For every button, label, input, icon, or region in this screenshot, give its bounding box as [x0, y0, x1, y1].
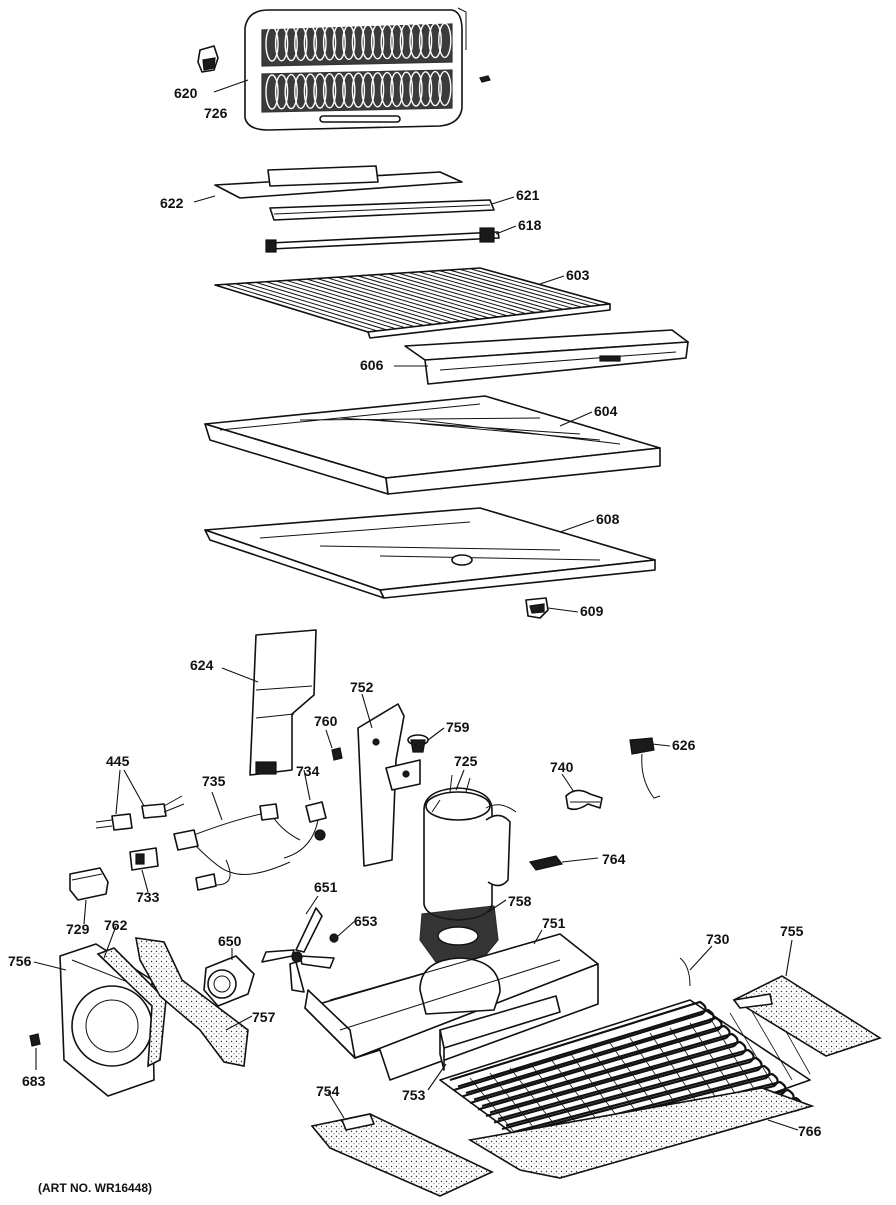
- thermostat-734: [283, 801, 327, 859]
- drain-pan-608: [204, 507, 656, 599]
- heater-618: [265, 227, 500, 253]
- motor-650: [203, 955, 255, 1007]
- fan-shroud-756: [59, 943, 155, 1097]
- tray-604: [204, 395, 661, 495]
- evaporator-726: [244, 7, 467, 131]
- callout-766: 766: [798, 1123, 822, 1139]
- callout-726: 726: [204, 105, 228, 121]
- callout-624: 624: [190, 657, 214, 673]
- callout-labels: 620 726 622 621 618 603 606 604 608 609 …: [8, 85, 822, 1139]
- callout-730: 730: [706, 931, 730, 947]
- callout-626: 626: [672, 737, 696, 753]
- callout-622: 622: [160, 195, 184, 211]
- callout-735: 735: [202, 773, 226, 789]
- callout-618: 618: [518, 217, 542, 233]
- relay-733: [129, 847, 159, 871]
- fan-blade-651: [261, 907, 335, 993]
- insulation-762: [96, 947, 167, 1068]
- clip-764: [528, 855, 564, 871]
- callout-734: 734: [296, 763, 320, 779]
- callout-604: 604: [594, 403, 618, 419]
- art-number: (ART NO. WR16448): [38, 1181, 152, 1195]
- channel-621: [269, 199, 495, 221]
- insulation-757: [135, 937, 249, 1067]
- evaporator-cover-622: [214, 165, 463, 199]
- compressor-725: [423, 774, 517, 921]
- overload-740: [565, 789, 603, 811]
- wire-harness-735: [173, 803, 301, 891]
- screw: [479, 75, 491, 83]
- callout-650: 650: [218, 933, 242, 949]
- screw-760: [331, 747, 343, 761]
- callout-445: 445: [106, 753, 130, 769]
- callout-729: 729: [66, 921, 90, 937]
- callout-740: 740: [550, 759, 574, 775]
- callout-725: 725: [454, 753, 478, 769]
- insulation-755: [732, 975, 882, 1057]
- callout-757: 757: [252, 1009, 276, 1025]
- callout-758: 758: [508, 893, 532, 909]
- leader-lines: [33, 79, 799, 1131]
- callout-621: 621: [516, 187, 540, 203]
- callout-608: 608: [596, 511, 620, 527]
- nut-653: [329, 933, 339, 943]
- callout-733: 733: [136, 889, 160, 905]
- callout-753: 753: [402, 1087, 426, 1103]
- callout-683: 683: [22, 1073, 46, 1089]
- grille-606: [404, 329, 689, 385]
- capacitor-729: [69, 867, 109, 901]
- callout-752: 752: [350, 679, 374, 695]
- callout-606: 606: [360, 357, 384, 373]
- clip-620: [197, 45, 219, 73]
- wire-leads-445: [95, 795, 185, 831]
- mount-758: [419, 905, 499, 963]
- grommet-759: [407, 734, 429, 753]
- callout-764: 764: [602, 851, 626, 867]
- insulation-754: [310, 1113, 494, 1197]
- callout-609: 609: [580, 603, 604, 619]
- callout-762: 762: [104, 917, 128, 933]
- callout-751: 751: [542, 915, 566, 931]
- duct-624: [249, 629, 317, 776]
- callout-651: 651: [314, 879, 338, 895]
- callout-620: 620: [174, 85, 198, 101]
- callout-653: 653: [354, 913, 378, 929]
- cord-626: [629, 737, 661, 799]
- callout-760: 760: [314, 713, 338, 729]
- callout-603: 603: [566, 267, 590, 283]
- shield-753: [439, 995, 561, 1071]
- callout-756: 756: [8, 953, 32, 969]
- fitting-609: [525, 597, 549, 619]
- callout-755: 755: [780, 923, 804, 939]
- drip-tray-766: [467, 1087, 815, 1179]
- bracket-752: [357, 703, 421, 867]
- callout-754: 754: [316, 1083, 340, 1099]
- callout-759: 759: [446, 719, 470, 735]
- screw-683: [29, 1033, 41, 1047]
- shelf-603: [214, 267, 611, 339]
